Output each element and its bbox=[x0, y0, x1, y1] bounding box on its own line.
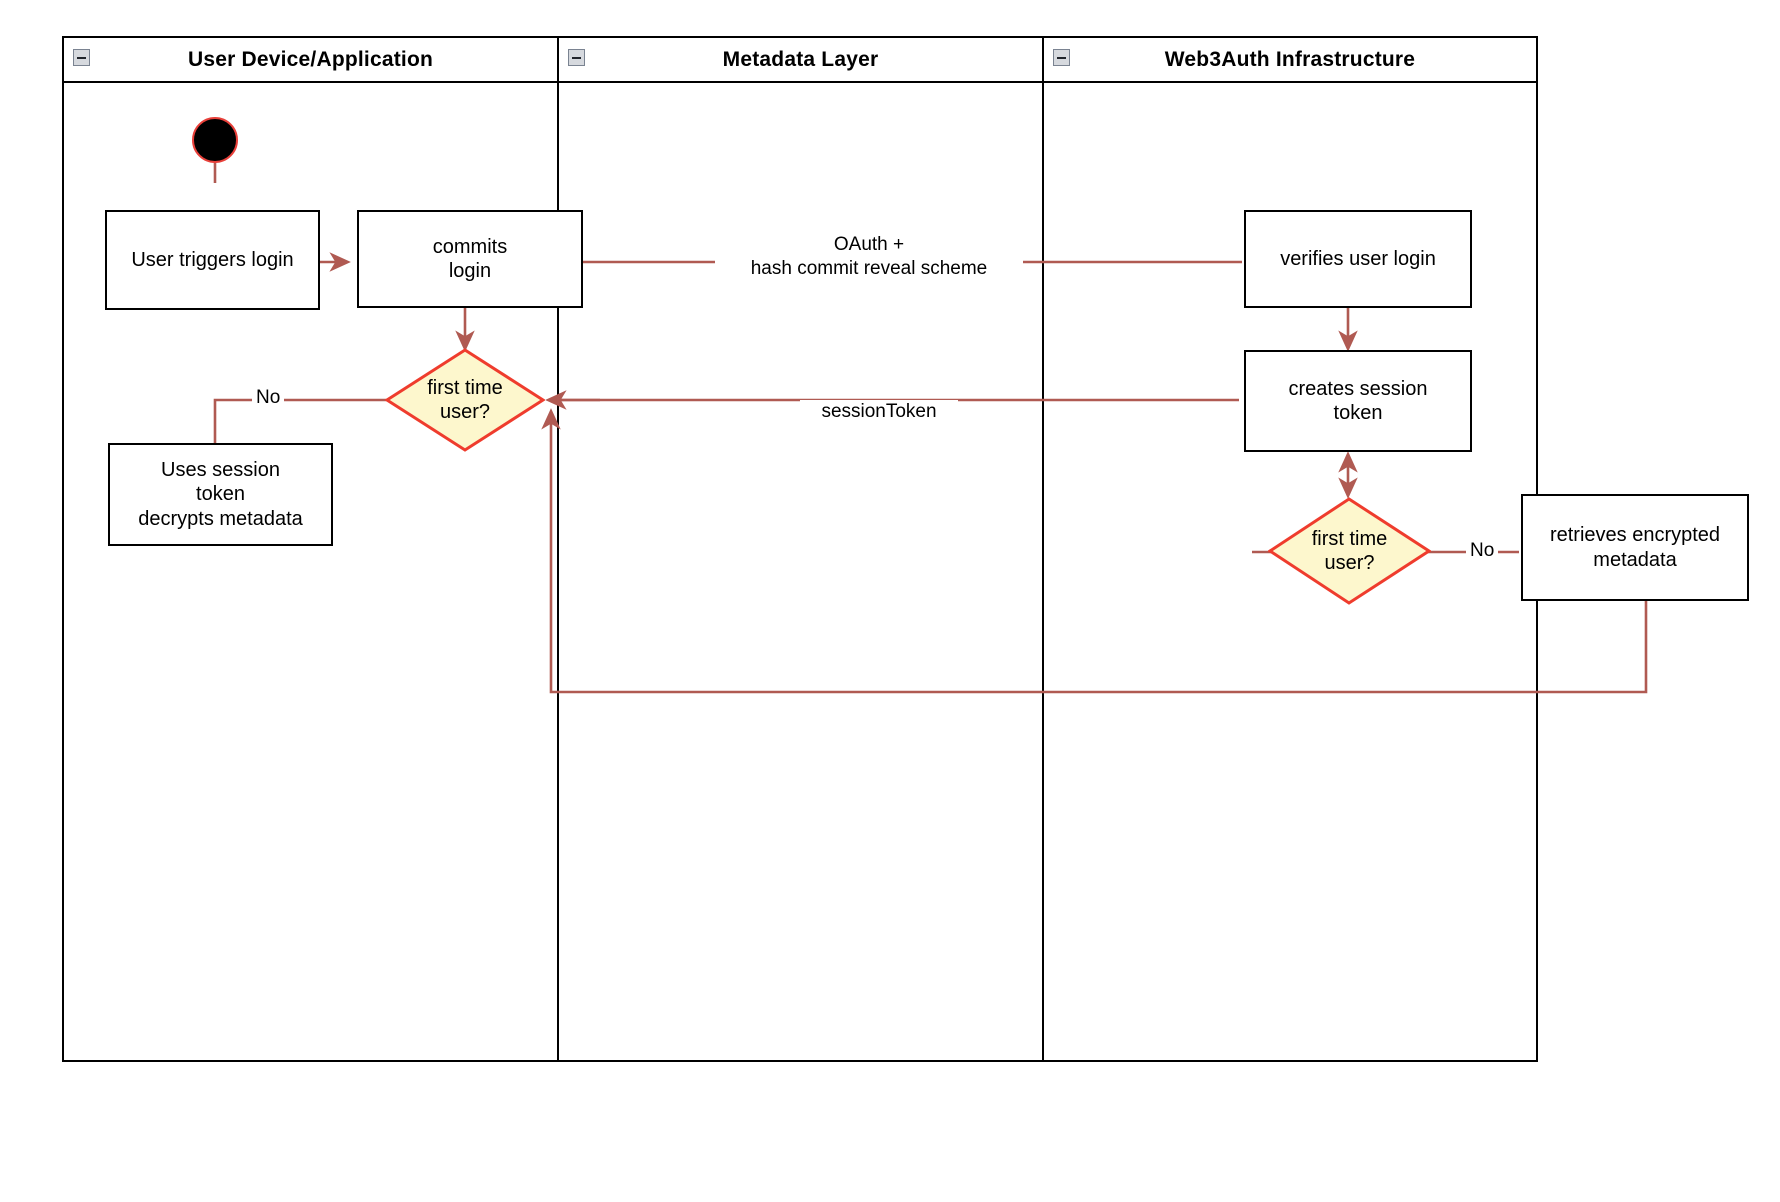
swimlane-title-web3auth: Web3Auth Infrastructure bbox=[1164, 47, 1416, 71]
decision-first-time-user-client[interactable]: first time user? bbox=[385, 348, 545, 452]
swimlane-title-metadata-layer: Metadata Layer bbox=[722, 47, 879, 71]
initial-node[interactable] bbox=[192, 117, 238, 163]
action-uses-session-token[interactable]: Uses session token decrypts metadata bbox=[108, 443, 333, 546]
collapse-minus-icon[interactable] bbox=[1053, 49, 1070, 66]
decision-first-time-user-server[interactable]: first time user? bbox=[1268, 497, 1431, 605]
edge-label-no-server: No bbox=[1466, 539, 1499, 563]
swimlane-header-web3auth: Web3Auth Infrastructure bbox=[1044, 38, 1536, 83]
swimlane-header-metadata-layer: Metadata Layer bbox=[559, 38, 1042, 83]
action-user-triggers-login[interactable]: User triggers login bbox=[105, 210, 320, 310]
action-commits-login[interactable]: commits login bbox=[357, 210, 583, 308]
action-verifies-user-login[interactable]: verifies user login bbox=[1244, 210, 1472, 308]
collapse-minus-icon[interactable] bbox=[568, 49, 585, 66]
swimlane-metadata-layer[interactable]: Metadata Layer bbox=[557, 36, 1044, 1062]
edge-label-no-client: No bbox=[252, 386, 285, 410]
action-retrieves-encrypted-metadata[interactable]: retrieves encrypted metadata bbox=[1521, 494, 1749, 601]
action-creates-session-token[interactable]: creates session token bbox=[1244, 350, 1472, 452]
collapse-minus-icon[interactable] bbox=[73, 49, 90, 66]
edge-label-oauth: OAuth + hash commit reveal scheme bbox=[715, 233, 1023, 281]
swimlane-user-device[interactable]: User Device/Application bbox=[62, 36, 559, 1062]
swimlane-title-user-device: User Device/Application bbox=[187, 47, 433, 71]
swimlane-header-user-device: User Device/Application bbox=[64, 38, 557, 83]
edge-label-session-token: sessionToken bbox=[800, 400, 958, 424]
